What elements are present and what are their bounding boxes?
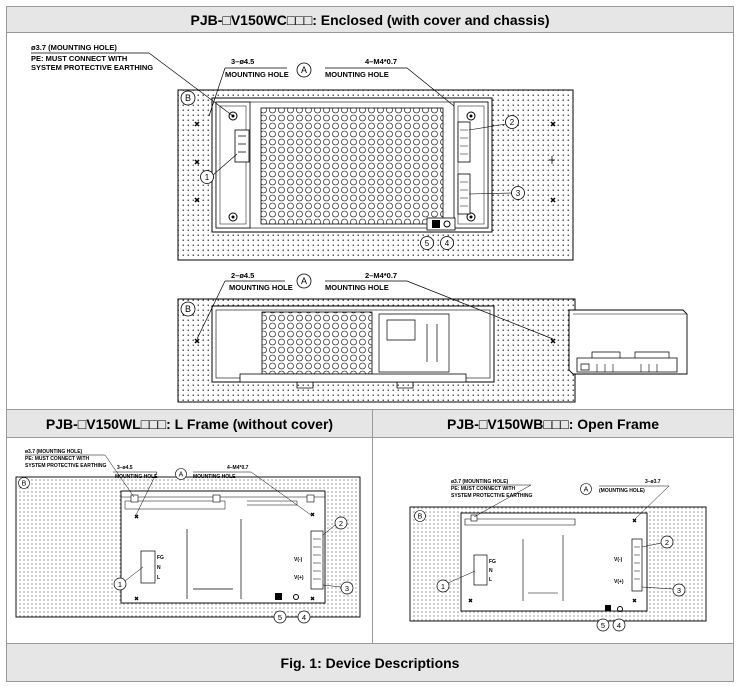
lframe-callout-3: 3 xyxy=(345,584,349,593)
lframe-out-pos: V(+) xyxy=(294,575,304,581)
openframe-callout-3: 3 xyxy=(677,586,681,595)
lframe-drawing-cell: FG N L V(-) V(+) ø3.7 (MOUNTING HOLE) PE… xyxy=(7,439,372,643)
openframe-note3: SYSTEM PROTECTIVE EARTHING xyxy=(451,493,533,499)
openframe-callout-1: 1 xyxy=(441,582,445,591)
lframe-term-n: N xyxy=(157,565,161,571)
enclosed-top-holes-right-label: MOUNTING HOLE xyxy=(325,70,389,79)
enclosed-top-note3: SYSTEM PROTECTIVE EARTHING xyxy=(31,63,153,72)
openframe-term-n: N xyxy=(489,568,493,574)
lframe-note1: ø3.7 (MOUNTING HOLE) xyxy=(25,449,83,455)
lframe-header: PJB-□V150WL□□□: L Frame (without cover) xyxy=(7,410,372,438)
enclosed-top-note1: ø3.7 (MOUNTING HOLE) xyxy=(31,43,117,52)
lframe-marker-b: B xyxy=(22,481,27,488)
enclosed-side-holes-right-label: MOUNTING HOLE xyxy=(325,283,389,292)
enclosed-drawings: ø3.7 (MOUNTING HOLE) PE: MUST CONNECT WI… xyxy=(31,43,688,403)
openframe-marker-a: A xyxy=(584,487,589,494)
enclosed-top-note2: PE: MUST CONNECT WITH xyxy=(31,54,127,63)
lframe-holes-left-label: MOUNTING HOLE xyxy=(115,474,158,480)
enclosed-callout-2: 2 xyxy=(510,118,515,127)
enclosed-side-holes-right: 2–M4*0.7 xyxy=(365,271,397,280)
enclosed-top-holes-right: 4–M4*0.7 xyxy=(365,57,397,66)
enclosed-side-holes-left: 2–ø4.5 xyxy=(231,271,254,280)
enclosed-side-holes-left-label: MOUNTING HOLE xyxy=(229,283,293,292)
openframe-out-neg: V(-) xyxy=(614,557,623,563)
enclosed-side-marker-b: B xyxy=(185,304,191,314)
openframe-holes-right: 3–ø3.7 xyxy=(645,479,661,485)
figure-table: PJB-□V150WC□□□: Enclosed (with cover and… xyxy=(6,6,734,682)
enclosed-header: PJB-□V150WC□□□: Enclosed (with cover and… xyxy=(7,7,733,33)
lframe-note2: PE: MUST CONNECT WITH xyxy=(25,456,90,462)
lframe-header-text: PJB-□V150WL□□□: L Frame (without cover) xyxy=(45,415,334,432)
lframe-holes-right-label: MOUNTING HOLE xyxy=(193,474,236,480)
enclosed-side-marker-a: A xyxy=(301,276,307,286)
openframe-drawing-cell: FG N L V(-) V(+) ø3.7 (MOUNTING HOLE) PE… xyxy=(373,439,733,643)
figure-caption: Fig. 1: Device Descriptions xyxy=(7,644,733,681)
openframe-term-l: L xyxy=(489,577,492,583)
openframe-note1: ø3.7 (MOUNTING HOLE) xyxy=(451,479,509,485)
openframe-drawing: FG N L V(-) V(+) ø3.7 (MOUNTING HOLE) PE… xyxy=(409,479,707,632)
lframe-note3: SYSTEM PROTECTIVE EARTHING xyxy=(25,463,107,469)
openframe-term-fg: FG xyxy=(489,559,496,565)
lframe-holes-left: 3–ø4.5 xyxy=(117,465,133,471)
enclosed-top-holes-left: 3–ø4.5 xyxy=(231,57,254,66)
enclosed-callout-3: 3 xyxy=(516,189,521,198)
openframe-out-pos: V(+) xyxy=(614,579,624,585)
enclosed-top-view: ø3.7 (MOUNTING HOLE) PE: MUST CONNECT WI… xyxy=(31,43,574,261)
figure-caption-text: Fig. 1: Device Descriptions xyxy=(280,654,460,671)
enclosed-callout-4: 4 xyxy=(445,239,450,248)
lframe-term-fg: FG xyxy=(157,555,164,561)
enclosed-iso-view xyxy=(568,309,688,375)
openframe-callout-2: 2 xyxy=(665,538,669,547)
enclosed-drawing-cell: ø3.7 (MOUNTING HOLE) PE: MUST CONNECT WI… xyxy=(7,34,733,409)
lframe-callout-1: 1 xyxy=(118,580,122,589)
enclosed-header-text: PJB-□V150WC□□□: Enclosed (with cover and… xyxy=(190,11,550,28)
openframe-header: PJB-□V150WB□□□: Open Frame xyxy=(373,410,733,438)
lframe-callout-2: 2 xyxy=(339,519,343,528)
openframe-note2: PE: MUST CONNECT WITH xyxy=(451,486,516,492)
enclosed-top-holes-left-label: MOUNTING HOLE xyxy=(225,70,289,79)
lframe-holes-right: 4–M4*0.7 xyxy=(227,465,249,471)
enclosed-callout-5: 5 xyxy=(425,239,430,248)
openframe-holes-right-label: (MOUNTING HOLE) xyxy=(599,488,645,494)
lframe-out-neg: V(-) xyxy=(294,557,303,563)
lframe-marker-a: A xyxy=(179,472,184,479)
openframe-header-text: PJB-□V150WB□□□: Open Frame xyxy=(447,415,659,432)
enclosed-callout-1: 1 xyxy=(205,173,210,182)
enclosed-top-marker-a: A xyxy=(301,65,307,75)
lframe-drawing: FG N L V(-) V(+) ø3.7 (MOUNTING HOLE) PE… xyxy=(15,449,361,624)
lframe-term-l: L xyxy=(157,575,160,581)
enclosed-top-marker-b: B xyxy=(185,93,191,103)
openframe-callout-4: 4 xyxy=(617,621,621,630)
enclosed-side-view: 2–ø4.5 MOUNTING HOLE A 2–M4*0.7 MOUNTING… xyxy=(177,271,576,403)
openframe-callout-5: 5 xyxy=(601,621,605,630)
openframe-marker-b: B xyxy=(418,514,423,521)
lframe-callout-4: 4 xyxy=(302,613,306,622)
lframe-callout-5: 5 xyxy=(278,613,282,622)
